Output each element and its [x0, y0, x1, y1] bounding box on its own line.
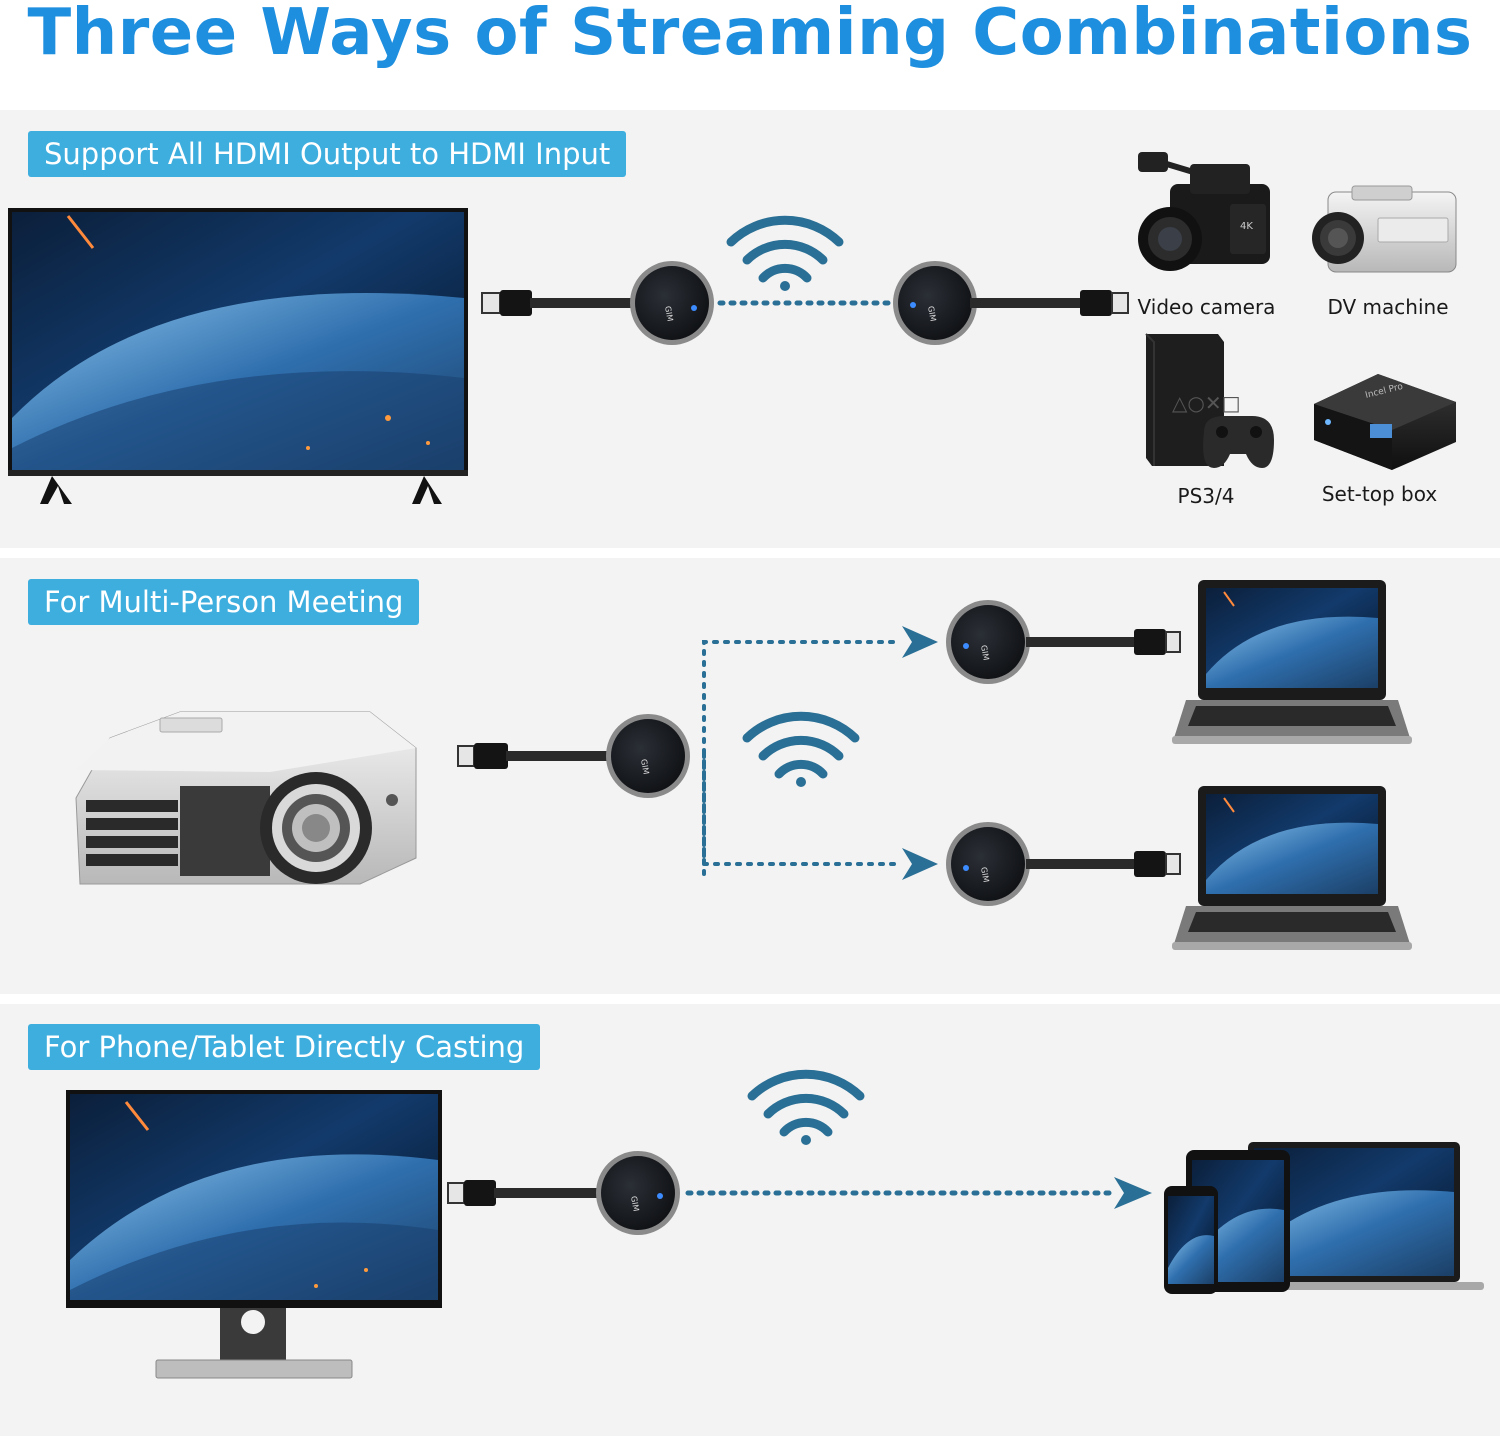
wifi-icon: [747, 1069, 865, 1145]
laptop-icon: [1172, 580, 1412, 744]
source-label: PS3/4: [1177, 484, 1235, 508]
section-phone-tablet-casting: For Phone/Tablet Directly Casting GIM: [0, 1004, 1500, 1436]
svg-text:△○✕□: △○✕□: [1172, 391, 1241, 415]
svg-text:GIM: GIM: [979, 644, 991, 661]
page-title: Three Ways of Streaming Combinations: [27, 0, 1473, 70]
svg-text:GIM: GIM: [979, 866, 991, 883]
tv-icon: [8, 208, 468, 504]
video-camera-icon: 4K: [1138, 152, 1270, 271]
hdmi-transmitter-link: GIM: [447, 1069, 1152, 1235]
monitor-icon: [66, 1090, 442, 1379]
svg-text:GIM: GIM: [663, 305, 675, 322]
mobile-devices-icon: [1164, 1142, 1484, 1294]
svg-text:GIM: GIM: [629, 1195, 641, 1212]
source-label: DV machine: [1327, 295, 1449, 319]
section-multi-person-meeting: For Multi-Person Meeting GIM: [0, 558, 1500, 994]
hdmi-transmitter-branching: GIM GIM GIM: [457, 600, 1181, 906]
set-top-box-icon: Incel Pro: [1314, 374, 1456, 470]
dv-camcorder-icon: [1312, 185, 1457, 273]
game-console-icon: △○✕□: [1145, 333, 1274, 468]
wifi-icon: [742, 711, 860, 787]
hdmi-transmitter-receiver-pair: GIM GIM: [481, 215, 1129, 345]
svg-text:GIM: GIM: [926, 305, 938, 322]
wifi-icon: [726, 215, 844, 291]
section-hdmi-output: Support All HDMI Output to HDMI Input GI…: [0, 110, 1500, 548]
laptop-icon: [1172, 786, 1412, 950]
section-tag: For Phone/Tablet Directly Casting: [28, 1024, 541, 1070]
section-tag: For Multi-Person Meeting: [28, 579, 420, 625]
source-label: Video camera: [1137, 295, 1276, 319]
svg-text:GIM: GIM: [639, 758, 651, 775]
projector-icon: [75, 711, 417, 885]
svg-text:4K: 4K: [1240, 221, 1253, 232]
source-label: Set-top box: [1321, 482, 1438, 506]
section-tag: Support All HDMI Output to HDMI Input: [28, 131, 627, 177]
